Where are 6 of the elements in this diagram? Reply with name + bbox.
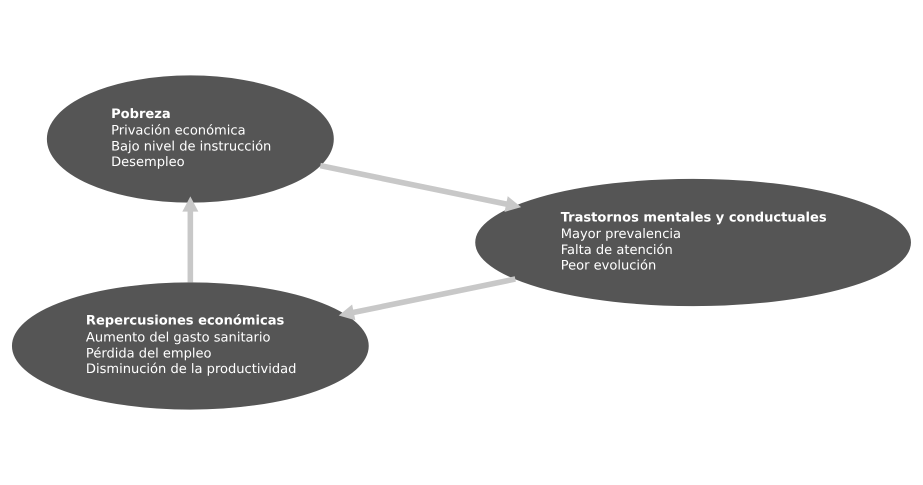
node-ellipse: Trastornos mentales y conductuales Mayor prevalencia Falta de atención Peor evolución: [475, 178, 911, 306]
arrow: [338, 276, 516, 320]
arrow: [320, 162, 522, 212]
node-ellipse: Pobreza Privación económica Bajo nivel de instrucción Desempleo: [46, 75, 334, 203]
node-ellipse: Repercusiones económicas Aumento del gasto sanitario Pérdida del empleo Disminución de la productividad: [12, 282, 369, 410]
arrow: [182, 196, 198, 283]
